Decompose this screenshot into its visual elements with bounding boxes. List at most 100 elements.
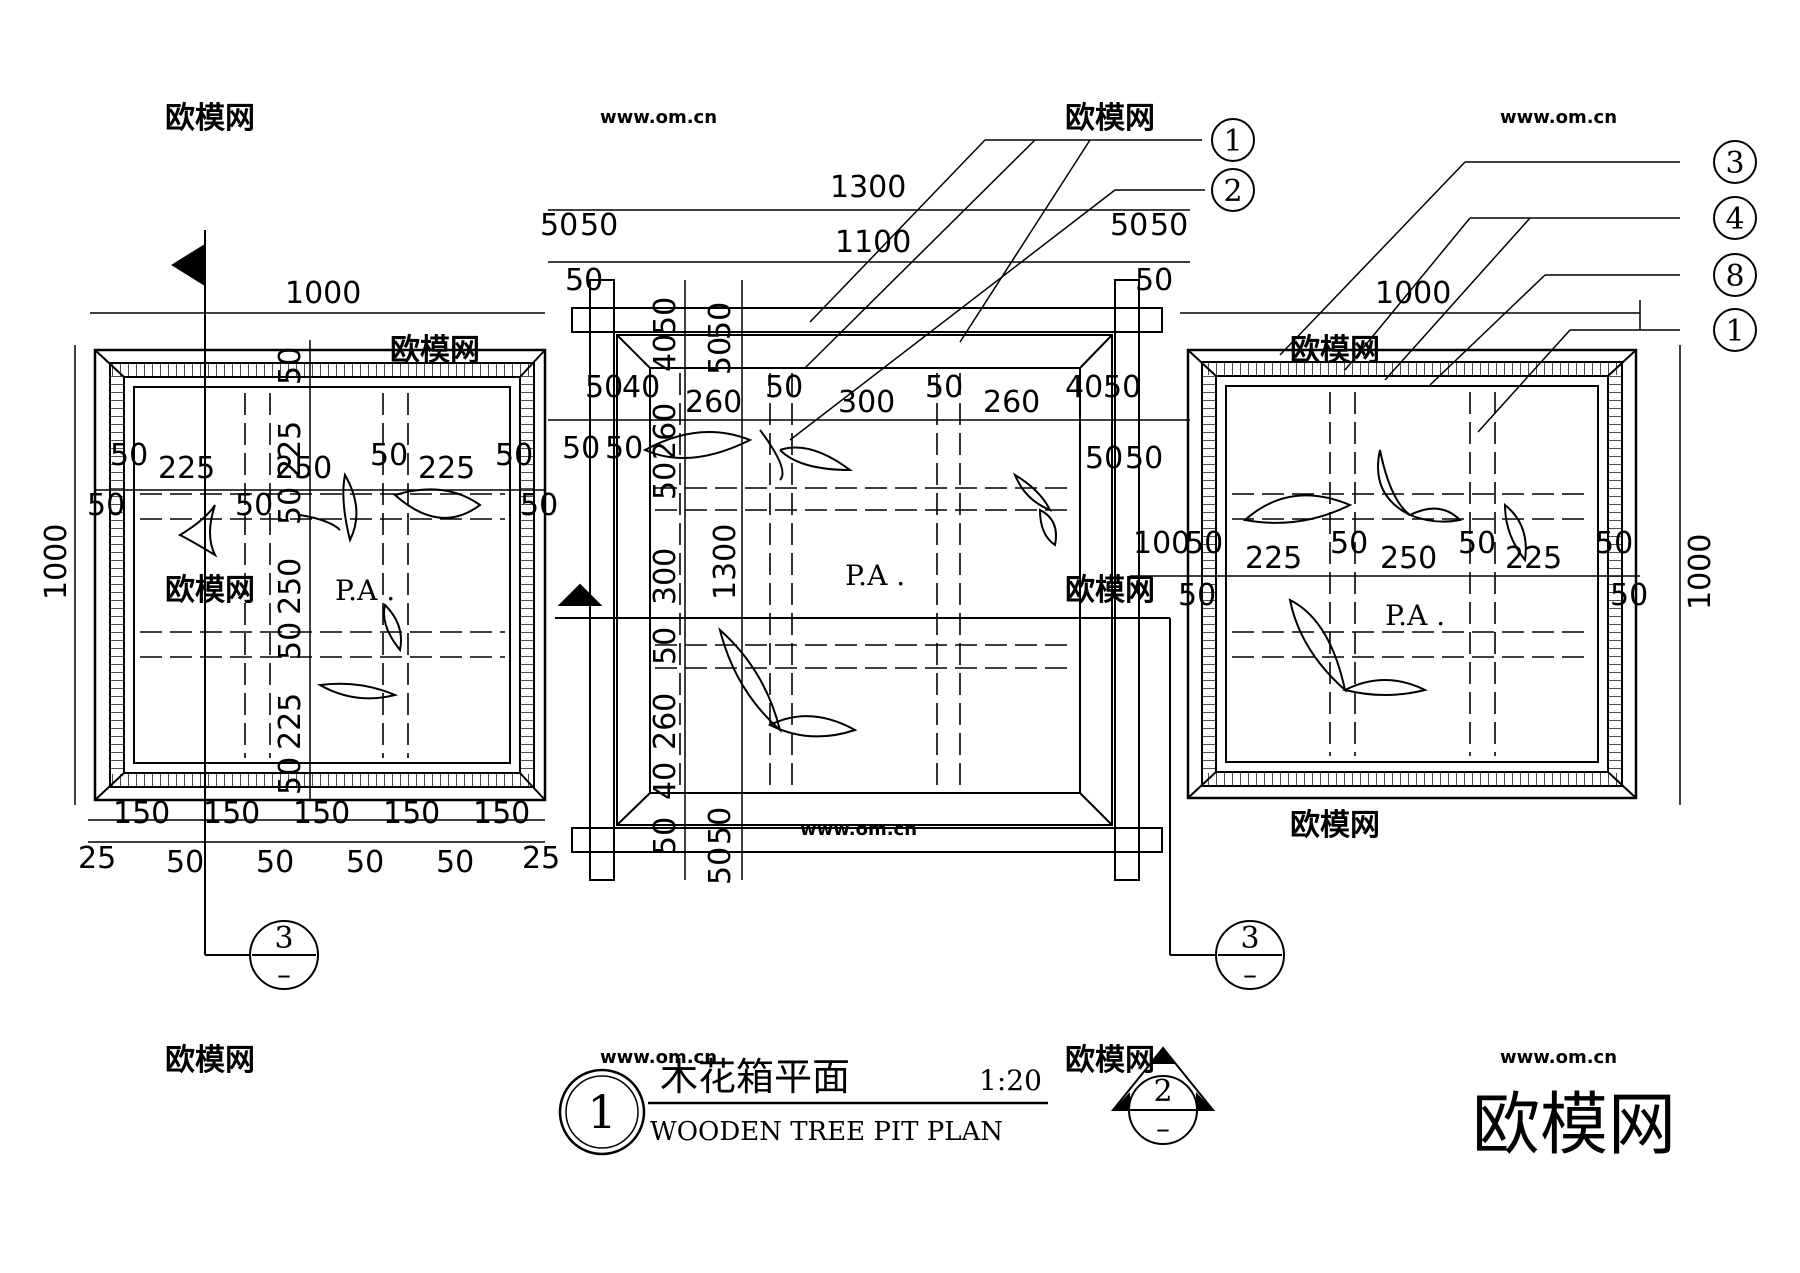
callout-1b: 1 — [1713, 308, 1757, 352]
svg-text:225: 225 — [273, 693, 308, 750]
svg-text:50: 50 — [703, 847, 738, 885]
right-dims-horizontal: 100 50 225 50 250 50 225 50 50 50 — [1133, 526, 1648, 613]
svg-text:50: 50 — [436, 845, 474, 880]
svg-text:150: 150 — [383, 796, 440, 831]
svg-text:250: 250 — [1380, 541, 1437, 576]
watermark-brand: 欧模网 — [1065, 573, 1155, 608]
svg-text:1: 1 — [1223, 124, 1242, 159]
section-marker-bottom: 2 – — [1110, 1046, 1216, 1145]
svg-text:300: 300 — [648, 548, 683, 605]
svg-text:50: 50 — [495, 438, 533, 473]
middle-dims-vertical: 50 40 260 50 300 50 260 40 50 50 50 50 5… — [648, 297, 738, 885]
svg-text:50: 50 — [925, 370, 963, 405]
middle-plan — [571, 279, 1163, 881]
svg-text:40: 40 — [648, 334, 683, 372]
watermark-brand: 欧模网 — [1290, 808, 1380, 843]
watermark-url: www.om.cn — [600, 1047, 717, 1068]
right-plan-dims — [1130, 300, 1681, 805]
svg-text:150: 150 — [113, 796, 170, 831]
svg-text:8: 8 — [1725, 259, 1744, 294]
svg-text:250: 250 — [273, 558, 308, 615]
svg-text:260: 260 — [685, 385, 742, 420]
callout-leaders — [789, 139, 1680, 441]
svg-text:3: 3 — [1725, 146, 1744, 181]
svg-text:50: 50 — [1135, 263, 1173, 298]
svg-text:225: 225 — [158, 451, 215, 486]
dim-width: 1000 — [1375, 276, 1451, 311]
svg-text:150: 150 — [473, 796, 530, 831]
svg-text:50: 50 — [1185, 526, 1223, 561]
svg-text:50: 50 — [256, 845, 294, 880]
svg-text:3: 3 — [1240, 921, 1259, 956]
dim-inner: 1100 — [835, 225, 911, 260]
callout-3: 3 — [1713, 140, 1757, 184]
title-block: 1 木花箱平面 1:20 WOODEN TREE PIT PLAN — [558, 1055, 1048, 1156]
section-cut-line — [555, 583, 1215, 956]
svg-text:50: 50 — [273, 487, 308, 525]
svg-text:50: 50 — [585, 370, 623, 405]
dim-width: 1000 — [285, 276, 361, 311]
svg-text:50: 50 — [370, 438, 408, 473]
svg-text:50: 50 — [648, 817, 683, 855]
svg-text:50: 50 — [1125, 441, 1163, 476]
svg-text:50: 50 — [703, 337, 738, 375]
svg-text:260: 260 — [983, 385, 1040, 420]
dim-overall: 1300 — [830, 170, 906, 205]
svg-text:150: 150 — [203, 796, 260, 831]
svg-text:50: 50 — [166, 845, 204, 880]
callout-4: 4 — [1713, 196, 1757, 240]
callout-2: 2 — [1211, 168, 1255, 212]
watermark-brand: 欧模网 — [165, 1043, 255, 1078]
svg-text:2: 2 — [1153, 1074, 1172, 1109]
svg-text:50: 50 — [1595, 526, 1633, 561]
svg-text:50: 50 — [540, 208, 578, 243]
title-en: WOODEN TREE PIT PLAN — [650, 1117, 1003, 1147]
watermark-brand: 欧模网 — [1065, 101, 1155, 136]
left-plan — [93, 348, 547, 802]
dim-height: 1000 — [1683, 534, 1718, 610]
svg-text:50: 50 — [273, 622, 308, 660]
left-dims-bottom: 150 150 150 150 150 25 50 50 50 50 25 — [78, 796, 560, 880]
plan-label: P.A . — [845, 559, 905, 592]
left-dims-vertical: 50 225 50 250 50 225 50 — [273, 347, 308, 795]
svg-text:25: 25 — [522, 841, 560, 876]
svg-text:50: 50 — [1458, 526, 1496, 561]
watermark-url: www.om.cn — [600, 107, 717, 128]
dim-height: 1300 — [708, 524, 743, 600]
svg-text:3: 3 — [274, 921, 293, 956]
callout-1: 1 — [1211, 118, 1255, 162]
section-cut-line — [171, 230, 250, 956]
svg-text:50: 50 — [346, 845, 384, 880]
title-cn: 木花箱平面 — [660, 1055, 850, 1099]
svg-text:–: – — [1243, 958, 1257, 991]
svg-text:225: 225 — [418, 451, 475, 486]
svg-text:50: 50 — [565, 263, 603, 298]
svg-text:50: 50 — [1110, 208, 1148, 243]
left-dims-horizontal: 50 225 50 250 50 225 50 50 50 — [87, 438, 558, 523]
left-plan-dims — [74, 312, 545, 843]
svg-text:100: 100 — [1133, 526, 1190, 561]
svg-text:50: 50 — [703, 807, 738, 845]
svg-text:2: 2 — [1223, 174, 1242, 209]
svg-text:225: 225 — [273, 421, 308, 478]
svg-text:150: 150 — [293, 796, 350, 831]
svg-text:50: 50 — [1178, 578, 1216, 613]
brand-logo: 欧模网 — [1472, 1086, 1676, 1165]
svg-text:50: 50 — [87, 488, 125, 523]
watermark-brand: 欧模网 — [165, 101, 255, 136]
svg-text:40: 40 — [1065, 370, 1103, 405]
svg-text:50: 50 — [110, 438, 148, 473]
svg-text:50: 50 — [273, 347, 308, 385]
svg-text:40: 40 — [648, 762, 683, 800]
scale: 1:20 — [979, 1064, 1042, 1097]
svg-text:260: 260 — [648, 693, 683, 750]
watermark-brand: 欧模网 — [1065, 1043, 1155, 1078]
svg-text:300: 300 — [838, 385, 895, 420]
svg-text:250: 250 — [275, 451, 332, 486]
section-marker-right: 3 – — [1215, 920, 1285, 991]
svg-text:4: 4 — [1725, 202, 1744, 237]
svg-text:25: 25 — [78, 841, 116, 876]
svg-text:50: 50 — [605, 431, 643, 466]
svg-text:50: 50 — [562, 431, 600, 466]
